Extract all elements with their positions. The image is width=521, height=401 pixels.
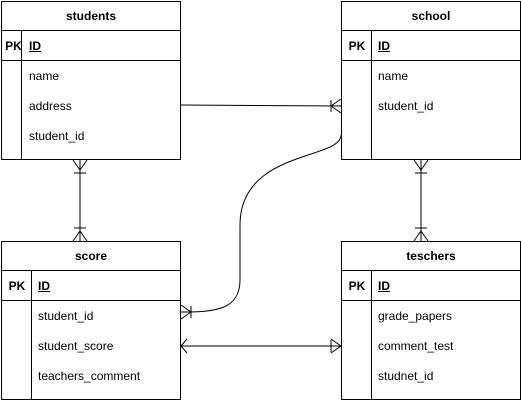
pk-tag: PK [348,278,366,293]
pk-field: ID [29,38,41,53]
entity-title: score [2,242,180,271]
entity-title: teschers [342,242,520,271]
edge-school-teschers[interactable] [413,159,429,242]
pk-row: PK ID [342,271,520,301]
edge-students-school[interactable] [180,98,342,114]
entity-school[interactable]: school PK ID name student_id [341,1,521,160]
edge-score-teschers[interactable] [180,338,342,354]
field-row: student_id [29,129,85,143]
field-row: student_score [38,339,114,353]
pk-row: PK ID [2,271,180,301]
field-row: comment_test [378,339,454,353]
edge-students-score[interactable] [72,159,88,242]
entity-title: students [2,2,180,31]
field-row: studnet_id [378,369,434,383]
pk-field: ID [38,278,50,293]
pk-tag: PK [8,278,26,293]
pk-field: ID [378,38,390,53]
pk-row: PK ID [2,31,180,61]
entity-score[interactable]: score PK ID student_id student_score tea… [1,241,181,400]
field-row: address [29,99,72,113]
edge-school-score[interactable] [180,134,342,320]
field-row: name [378,69,409,83]
field-row: student_id [378,99,434,113]
field-row: name [29,69,60,83]
pk-row: PK ID [342,31,520,61]
entity-teschers[interactable]: teschers PK ID grade_papers comment_test… [341,241,521,400]
pk-tag: PK [5,38,22,53]
field-row: student_id [38,309,94,323]
entity-title: school [342,2,520,31]
field-row: grade_papers [378,309,453,323]
entity-students[interactable]: students PK ID name address student_id [1,1,181,160]
pk-tag: PK [348,38,366,53]
pk-field: ID [378,278,390,293]
field-row: teachers_comment [38,369,141,383]
